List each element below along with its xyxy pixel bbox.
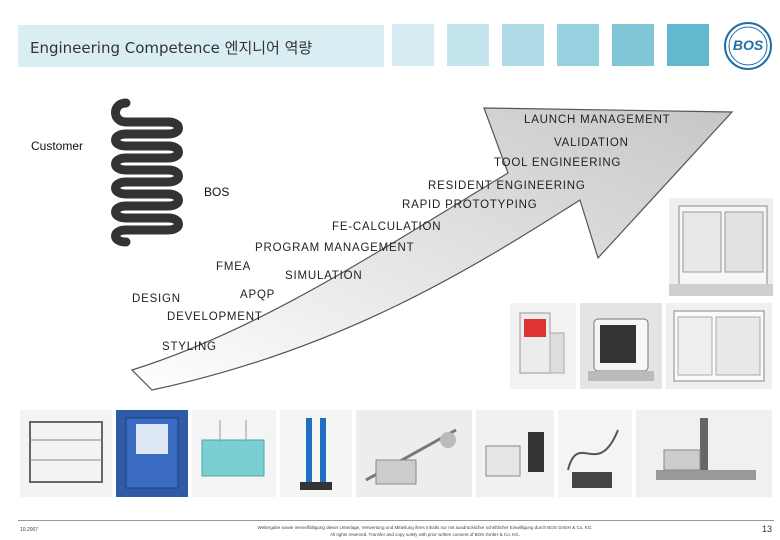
spring-icon bbox=[111, 98, 183, 247]
header-square-6 bbox=[667, 24, 709, 66]
service-resident-engineering: RESIDENT ENGINEERING bbox=[428, 180, 586, 192]
climate-chamber-2-photo bbox=[580, 303, 662, 389]
header-square-2 bbox=[447, 24, 489, 66]
service-validation: VALIDATION bbox=[554, 137, 629, 149]
page-title: Engineering Competence 엔지니어 역량 bbox=[30, 39, 313, 57]
service-development: DEVELOPMENT bbox=[167, 311, 263, 323]
bos-logo: BOS bbox=[724, 22, 772, 70]
service-design: DESIGN bbox=[132, 293, 181, 305]
header-square-4 bbox=[557, 24, 599, 66]
fixture-bench-photo bbox=[636, 410, 772, 497]
test-cabinet-photo bbox=[510, 303, 576, 389]
service-apqp: APQP bbox=[240, 289, 275, 301]
service-fmea: FMEA bbox=[216, 261, 251, 273]
cable-rig-photo bbox=[558, 410, 632, 497]
logo-text: BOS bbox=[733, 37, 764, 53]
header-square-1 bbox=[392, 24, 434, 66]
endurance-rig-photo bbox=[356, 410, 472, 497]
tensile-tester-photo bbox=[280, 410, 352, 497]
test-rig-photo bbox=[20, 410, 112, 497]
header-square-5 bbox=[612, 24, 654, 66]
climate-cabinet-photo bbox=[116, 410, 188, 497]
footer-rule bbox=[18, 520, 774, 521]
service-simulation: SIMULATION bbox=[285, 270, 362, 282]
service-launch-management: LAUNCH MANAGEMENT bbox=[524, 114, 671, 126]
service-styling: STYLING bbox=[162, 341, 217, 353]
title-bar bbox=[18, 25, 384, 67]
header-square-3 bbox=[502, 24, 544, 66]
climate-chamber-photo bbox=[669, 198, 773, 296]
arrow-shape bbox=[130, 107, 734, 391]
bos-label: BOS bbox=[204, 185, 230, 199]
shaker-photo bbox=[476, 410, 554, 497]
water-bath-photo bbox=[192, 410, 276, 497]
service-fe-calculation: FE-CALCULATION bbox=[332, 221, 441, 233]
footer-notice-line-2: All rights reserved. Transfer and copy s… bbox=[330, 532, 520, 537]
customer-label: Customer bbox=[31, 139, 84, 153]
service-rapid-prototyping: RAPID PROTOTYPING bbox=[402, 199, 537, 211]
page-number: 13 bbox=[762, 524, 773, 534]
footer-date: 10.2007 bbox=[20, 527, 39, 533]
footer-notice-line-1: Weitergabe sowie Vervielfältigung dieser… bbox=[257, 525, 593, 530]
service-tool-engineering: TOOL ENGINEERING bbox=[494, 157, 621, 169]
test-chamber-photo bbox=[666, 303, 772, 389]
service-program-management: PROGRAM MANAGEMENT bbox=[255, 242, 414, 254]
